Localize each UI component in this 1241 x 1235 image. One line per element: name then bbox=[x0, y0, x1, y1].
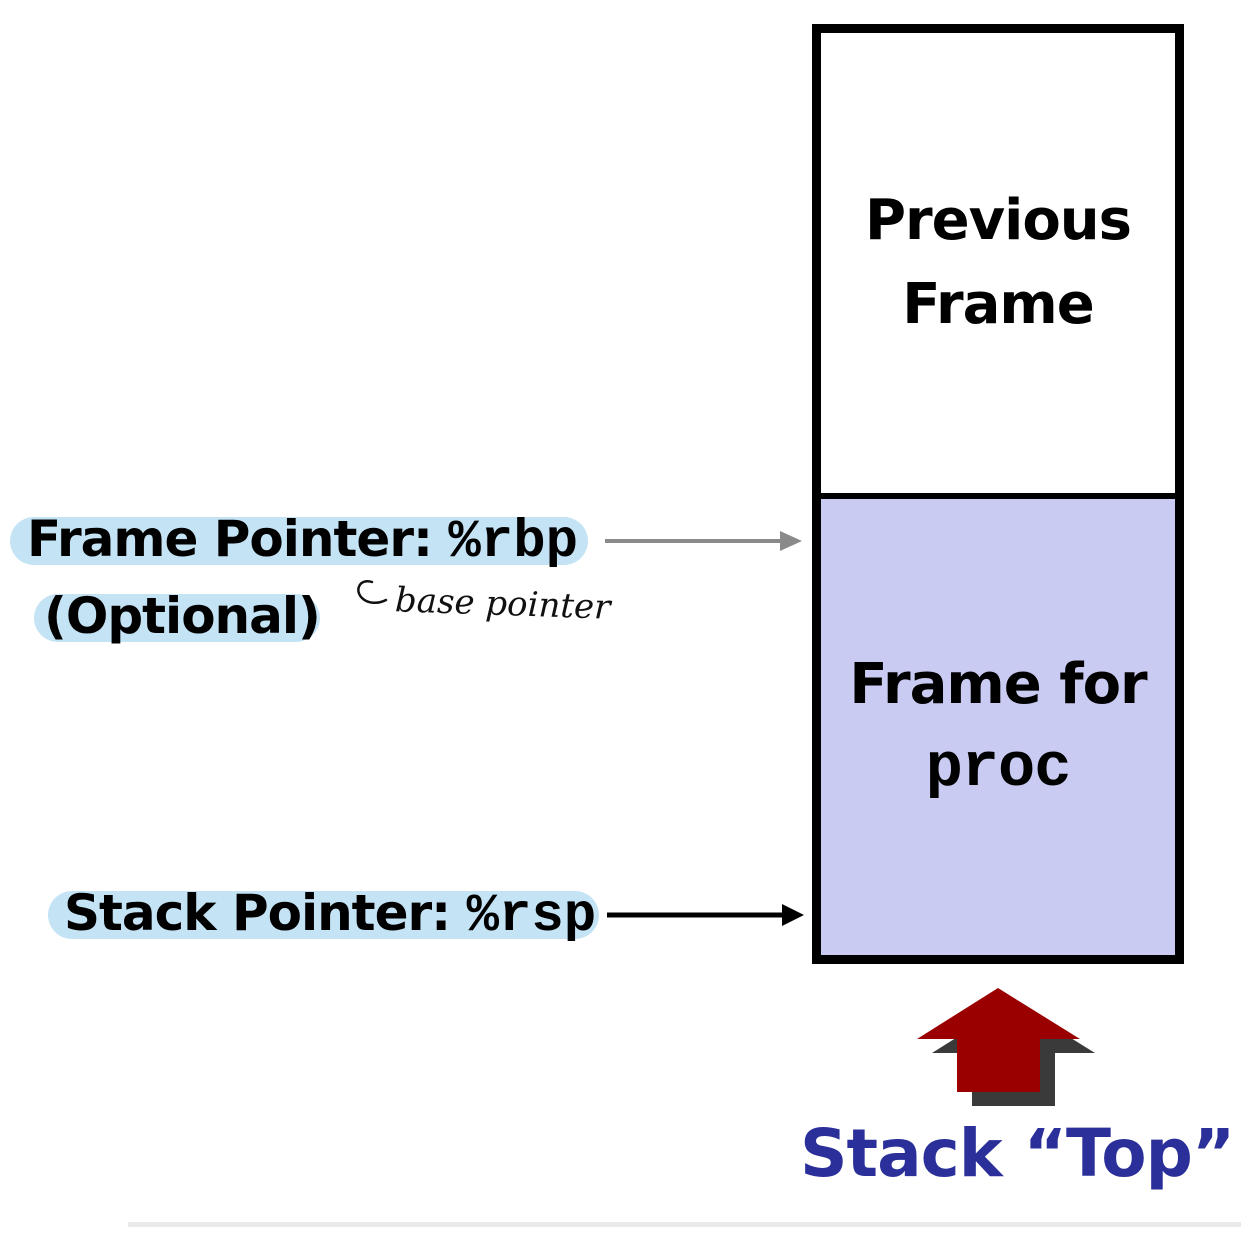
stack-pointer-label: Stack Pointer: %rsp bbox=[64, 883, 596, 947]
optional-label: (Optional) bbox=[44, 587, 321, 645]
stack-pointer-arrow bbox=[607, 904, 804, 926]
proc-frame-line1: Frame for bbox=[849, 652, 1147, 717]
frame-pointer-register: %rbp bbox=[448, 512, 579, 573]
stack-pointer-register: %rsp bbox=[466, 886, 597, 947]
stack-column: Previous Frame Frame for proc bbox=[812, 24, 1184, 964]
note-hook-icon bbox=[357, 579, 388, 604]
proc-frame-line2: proc bbox=[925, 733, 1072, 804]
proc-frame-block: Frame for proc bbox=[821, 499, 1175, 955]
previous-frame-line2: Frame bbox=[902, 272, 1094, 337]
frame-pointer-label: Frame Pointer: %rbp bbox=[27, 509, 578, 573]
stack-top-arrow-icon bbox=[917, 988, 1095, 1106]
previous-frame-block: Previous Frame bbox=[821, 33, 1175, 499]
stack-top-label: Stack “Top” bbox=[800, 1115, 1235, 1192]
stack-pointer-highlight bbox=[48, 891, 599, 939]
previous-frame-label: Previous Frame bbox=[864, 179, 1132, 347]
frame-pointer-highlight bbox=[10, 517, 588, 565]
stack-pointer-text: Stack Pointer: bbox=[64, 884, 467, 942]
bottom-divider bbox=[128, 1222, 1241, 1227]
previous-frame-line1: Previous bbox=[864, 188, 1132, 253]
frame-pointer-arrow bbox=[605, 531, 802, 551]
frame-pointer-text: Frame Pointer: bbox=[27, 510, 449, 568]
optional-highlight bbox=[34, 594, 320, 642]
proc-frame-label: Frame for proc bbox=[849, 643, 1147, 811]
